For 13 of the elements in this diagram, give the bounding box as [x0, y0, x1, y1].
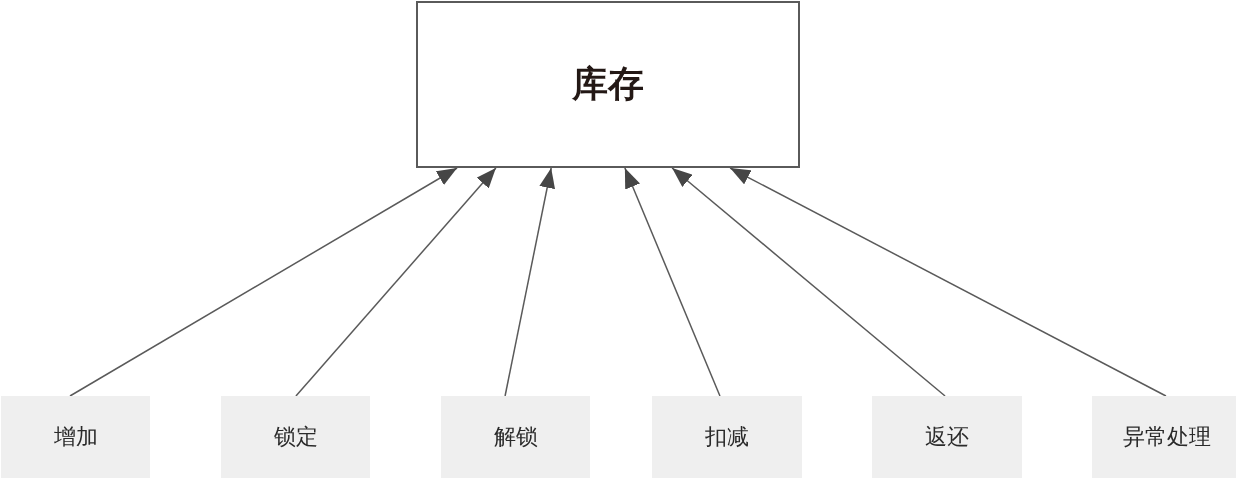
process-box: 库存	[416, 1, 800, 168]
arrow	[295, 167, 497, 397]
arrow	[729, 167, 1167, 397]
arrow	[504, 167, 556, 397]
action-box: 异常处理	[1092, 396, 1236, 478]
arrow	[69, 167, 458, 397]
action-box: 锁定	[221, 396, 370, 478]
arrow	[624, 167, 721, 397]
action-box: 增加	[1, 396, 150, 478]
action-box: 扣减	[652, 396, 802, 478]
action-box: 返还	[872, 396, 1022, 478]
arrow	[671, 167, 946, 397]
action-box: 解锁	[441, 396, 590, 478]
